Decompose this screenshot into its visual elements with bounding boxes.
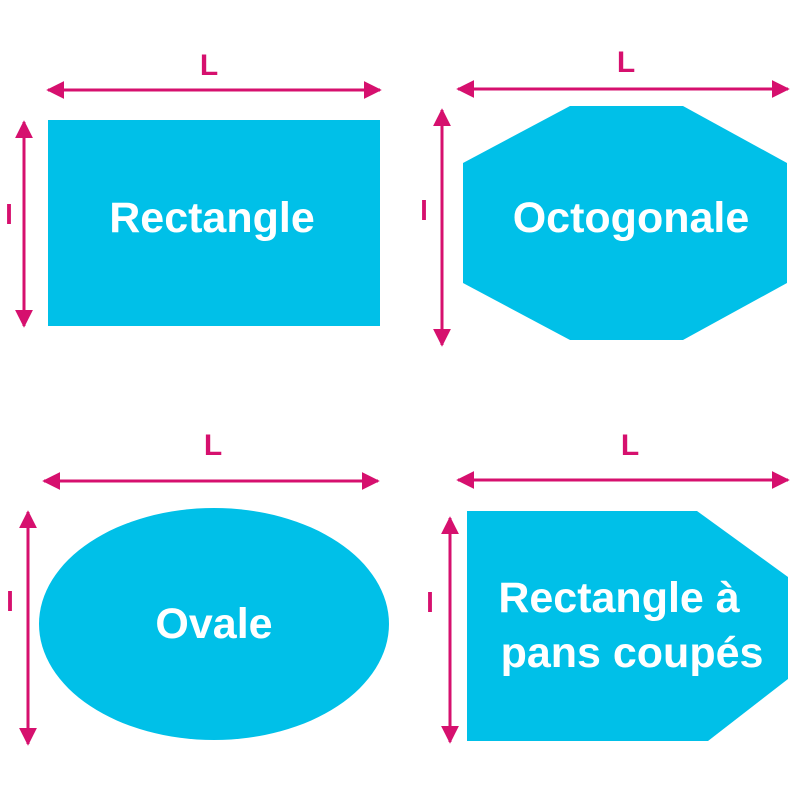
width-label: l	[426, 587, 434, 618]
cut-corner-rectangle-panel: L l Rectangle à pans coupés	[426, 429, 790, 744]
oval-panel: L l Ovale	[6, 429, 389, 746]
shape-label: Octogonale	[513, 194, 750, 242]
width-label: l	[6, 586, 14, 617]
width-label: l	[420, 195, 428, 226]
cut-corner-rectangle-shape	[467, 511, 788, 741]
octagonal-panel: L l Octogonale	[420, 46, 790, 347]
oval-shape	[39, 508, 389, 740]
length-label: L	[204, 429, 222, 462]
length-label: L	[621, 429, 639, 462]
shape-label-line-2: pans coupés	[501, 629, 764, 677]
shape-label-line-1: Rectangle à	[498, 574, 740, 622]
rectangle-shape	[48, 120, 380, 326]
length-label: L	[617, 46, 635, 79]
octagon-shape	[463, 106, 787, 340]
length-label: L	[200, 49, 218, 82]
width-label: l	[5, 199, 13, 230]
shape-label: Rectangle	[109, 194, 315, 242]
rectangle-panel: L l Rectangle	[5, 49, 382, 328]
shape-label: Ovale	[155, 600, 272, 648]
